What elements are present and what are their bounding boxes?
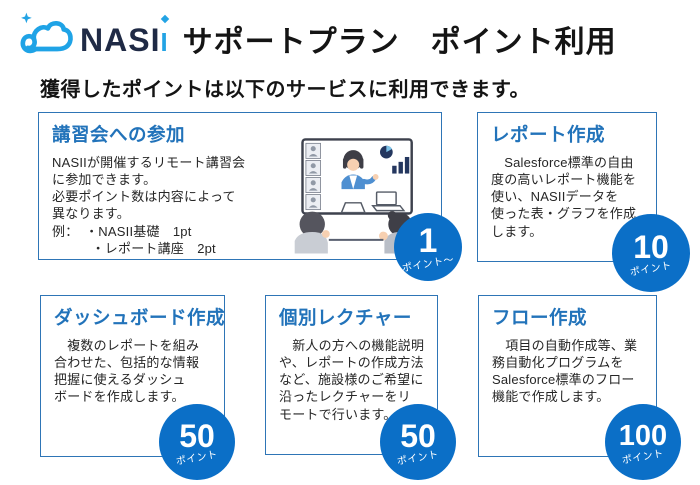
viewer-left <box>294 211 330 254</box>
card-title: 個別レクチャー <box>279 307 412 328</box>
card-body: Salesforce標準の自由 度の高いレポート機能を 使い、NASIIデータを… <box>491 155 637 239</box>
card-body: 複数のレポートを組み 合わせた、包括的な情報 把握に使えるダッシュ ボードを作成… <box>54 338 200 405</box>
remote-seminar-illustration <box>294 138 416 254</box>
avatar-glyphs <box>308 146 318 208</box>
point-value: 50 <box>179 418 215 454</box>
point-label: ポイント <box>621 447 665 467</box>
point-badge: 50 ポイント <box>380 404 456 480</box>
point-badge: 10 ポイント <box>612 214 690 292</box>
brand-dot-icon <box>160 15 169 24</box>
card-lecture: 個別レクチャー 新人の方への機能説明 や、レポートの作成方法 など、施設様のご希… <box>265 295 456 480</box>
header: NASII サポートプラン ポイント利用 <box>0 0 700 60</box>
point-value: 10 <box>633 229 669 265</box>
card-dashboard: ダッシュボード作成 複数のレポートを組み 合わせた、包括的な情報 把握に使えるダ… <box>40 295 235 480</box>
card-title: 講習会への参加 <box>52 124 186 145</box>
card-title: レポート作成 <box>491 124 606 145</box>
pie-chart-icon <box>380 145 393 159</box>
point-value: 100 <box>618 419 668 452</box>
card-body: 項目の自動作成等、業 務自動化プログラムを Salesforce標準のフロー 機… <box>492 338 638 405</box>
page-subtitle: 獲得したポイントは以下のサービスに利用できます。 <box>40 79 530 101</box>
point-badge: 100 ポイント <box>605 404 681 480</box>
card-report: レポート作成 Salesforce標準の自由 度の高いレポート機能を 使い、NA… <box>477 112 690 292</box>
laptop-icon <box>371 191 406 212</box>
cloud-infinity-logo-icon <box>20 12 73 54</box>
card-flow: フロー作成 項目の自動作成等、業 務自動化プログラムを Salesforce標準… <box>478 295 681 480</box>
point-badge: 50 ポイント <box>159 404 235 480</box>
brand-main: NASI <box>80 22 161 59</box>
brand-accent: I <box>160 15 169 57</box>
point-value: 1 <box>418 222 438 260</box>
presenter <box>341 150 379 190</box>
card-body: NASIIが開催するリモート講習会 に参加できます。 必要ポイント数は内容によっ… <box>52 155 246 256</box>
card-title: ダッシュボード作成 <box>54 307 226 328</box>
desk <box>340 202 366 214</box>
card-title: フロー作成 <box>492 307 588 328</box>
page-title: サポートプラン ポイント利用 <box>182 26 617 59</box>
card-body: 新人の方への機能説明 や、レポートの作成方法 など、施設様のご希望に 沿ったレク… <box>279 338 425 422</box>
point-value: 50 <box>400 418 436 454</box>
point-badge: 1 ポイント〜 <box>394 213 462 281</box>
point-label: ポイント〜 <box>401 254 455 275</box>
card-seminar: 講習会への参加 NASIIが開催するリモート講習会 に参加できます。 必要ポイン… <box>38 112 462 281</box>
bar-chart-icon <box>392 156 410 174</box>
sparkle-icon <box>21 12 32 24</box>
brand-name: NASII <box>80 15 169 59</box>
